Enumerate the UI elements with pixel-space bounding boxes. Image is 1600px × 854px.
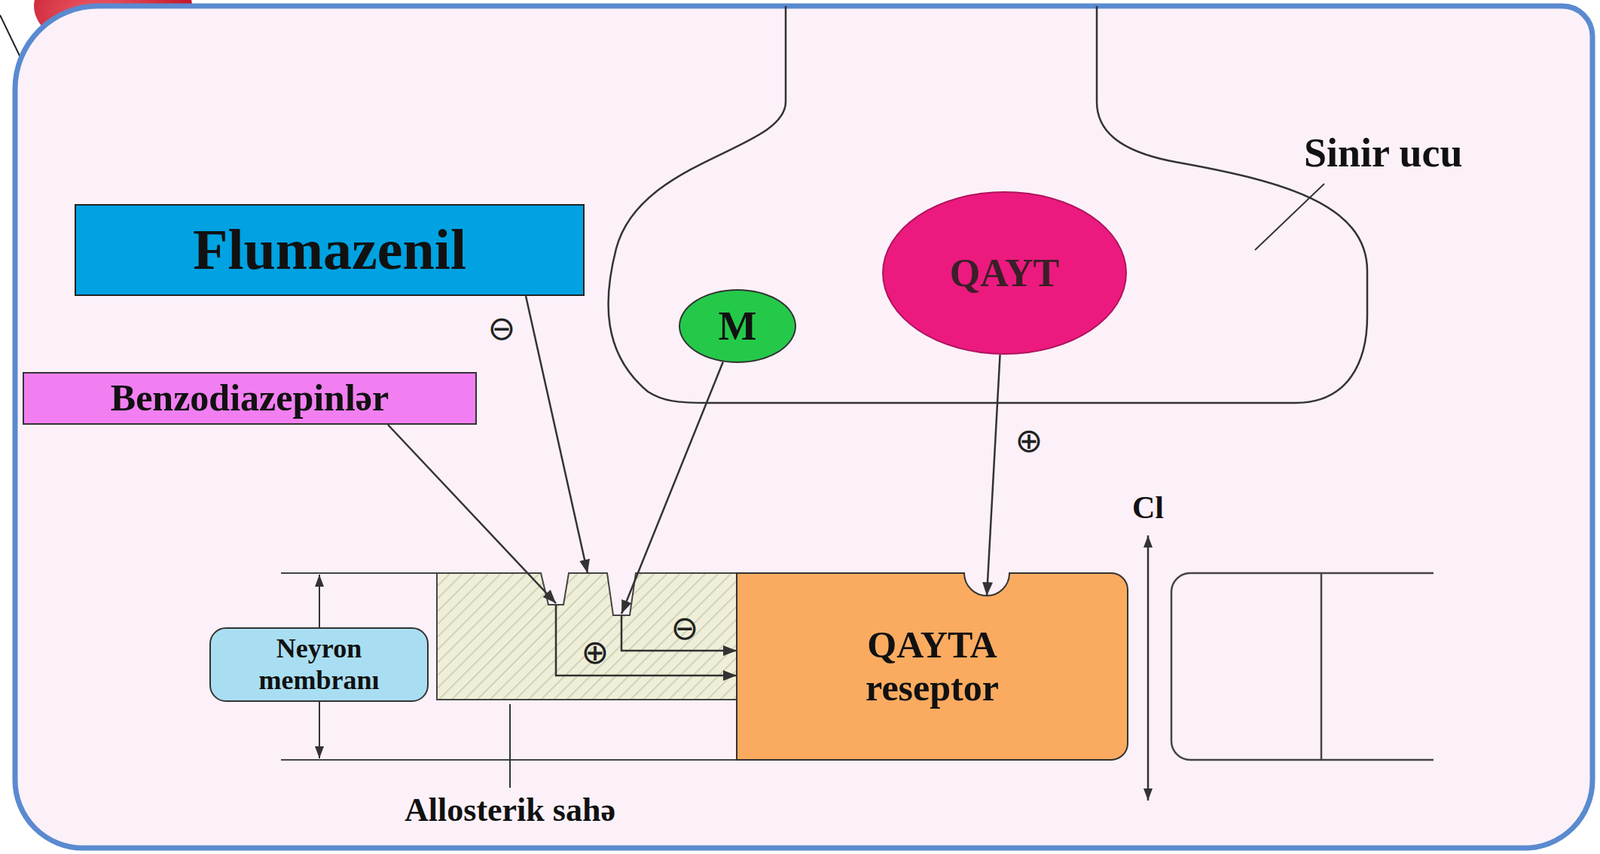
ion-channel (1320, 573, 1323, 761)
connector (986, 354, 1001, 596)
sign-symbol: ⊕ (581, 635, 610, 669)
connector (387, 424, 556, 604)
gaba-circle: QAYT (882, 191, 1127, 355)
node-label: Neyron membranı (236, 633, 403, 697)
leader-line (509, 704, 511, 788)
node-label: QAYT (949, 250, 1060, 297)
chloride-arrow (1147, 535, 1150, 801)
nerve-ending: Sinir ucuQAYTM (602, 6, 1371, 406)
node-label: Allosterik sahə (359, 791, 661, 831)
ion-label: Cl (1132, 489, 1164, 526)
node-label: Flumazenil (192, 216, 467, 283)
allosteric-shape (436, 573, 737, 700)
leader-line (1254, 183, 1325, 251)
drug-box: Flumazenil (74, 204, 585, 297)
ion-channel (1171, 573, 1434, 761)
connector (555, 604, 737, 676)
membrane-line (280, 759, 737, 761)
membrane-tag: Neyron membranı (209, 627, 429, 703)
node-label: QAYTA reseptor (834, 623, 1031, 711)
connector (525, 296, 588, 574)
node-label: Benzodiazepinlər (110, 376, 389, 421)
connector (621, 362, 724, 614)
membrane-line (280, 572, 437, 575)
modulator-circle: M (678, 289, 797, 364)
sign-symbol: ⊖ (671, 611, 700, 645)
receptor-outline (736, 573, 1128, 761)
slide-panel (15, 6, 1593, 849)
drug-box: Benzodiazepinlər (22, 372, 477, 425)
sign-symbol: ⊕ (1015, 424, 1044, 458)
nerve-terminal-outline (608, 6, 1368, 404)
node-label: M (718, 302, 758, 350)
node-label: Sinir ucu (1303, 129, 1463, 177)
sign-symbol: ⊖ (488, 311, 517, 346)
receptor-box: QAYTA reseptor (736, 573, 1128, 761)
